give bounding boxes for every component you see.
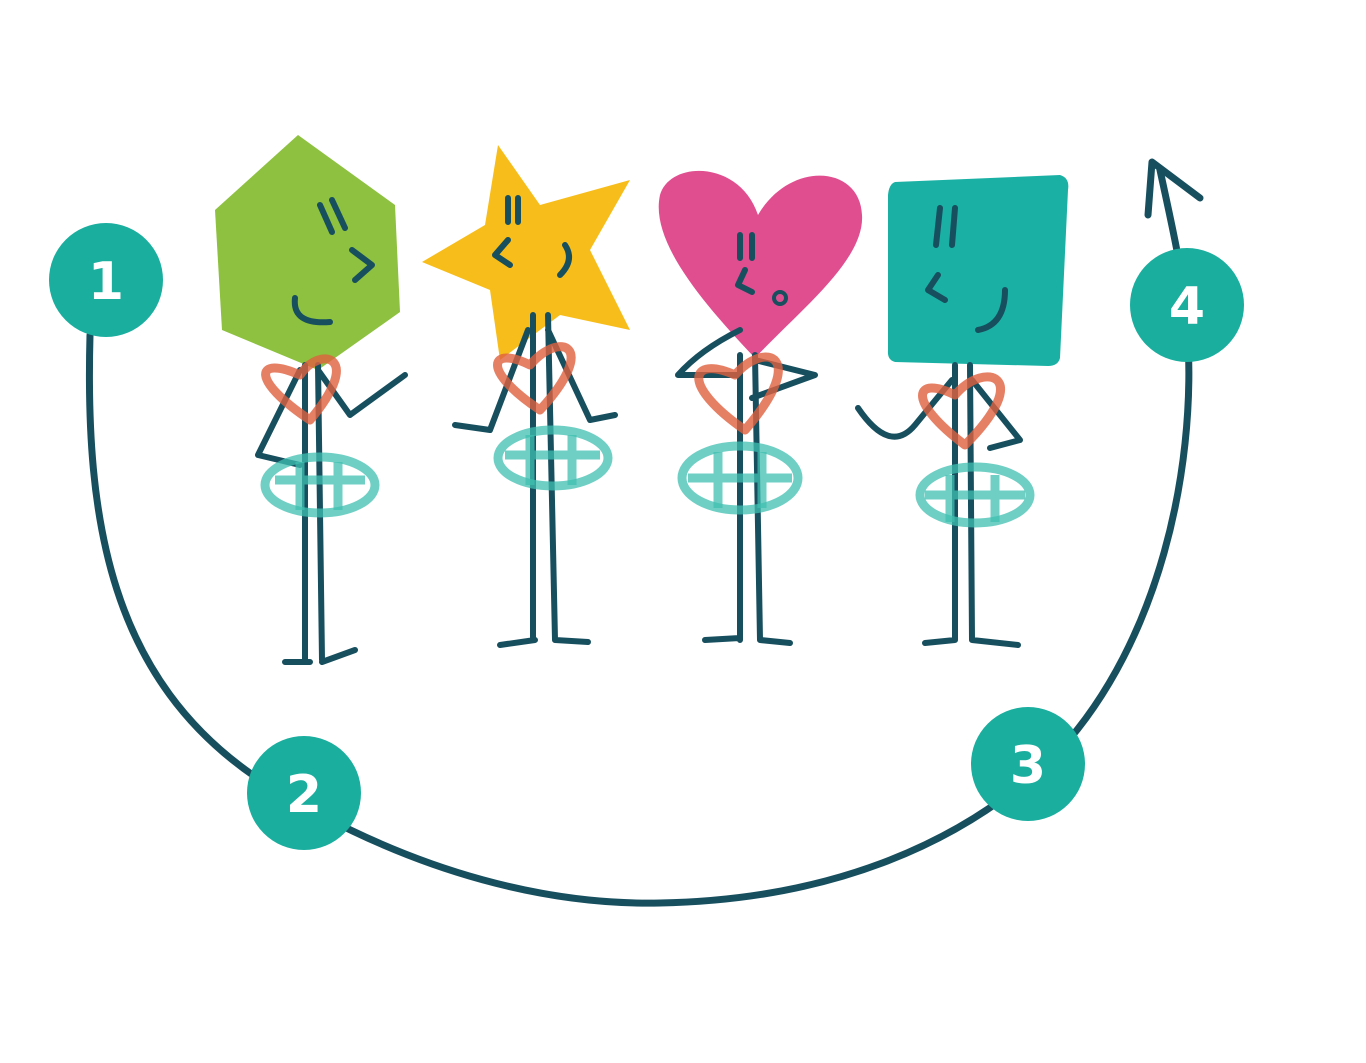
step-1-label: 1 <box>88 252 124 312</box>
step-4-label: 4 <box>1169 277 1205 337</box>
cycle-arrow <box>85 166 1193 907</box>
hexagon-head <box>215 135 400 370</box>
star-head <box>422 145 630 360</box>
square-character <box>855 175 1069 648</box>
hexagon-character <box>215 135 408 665</box>
star-character <box>422 145 630 648</box>
heart-head <box>658 170 863 358</box>
step-2: 2 <box>247 736 361 850</box>
heart-character <box>658 170 863 646</box>
arrow-head-icon <box>1144 158 1204 219</box>
step-2-label: 2 <box>286 765 322 825</box>
square-head <box>887 175 1069 366</box>
step-3-label: 3 <box>1010 736 1046 796</box>
step-4: 4 <box>1130 248 1244 362</box>
step-1: 1 <box>49 223 163 337</box>
step-3: 3 <box>971 707 1085 821</box>
